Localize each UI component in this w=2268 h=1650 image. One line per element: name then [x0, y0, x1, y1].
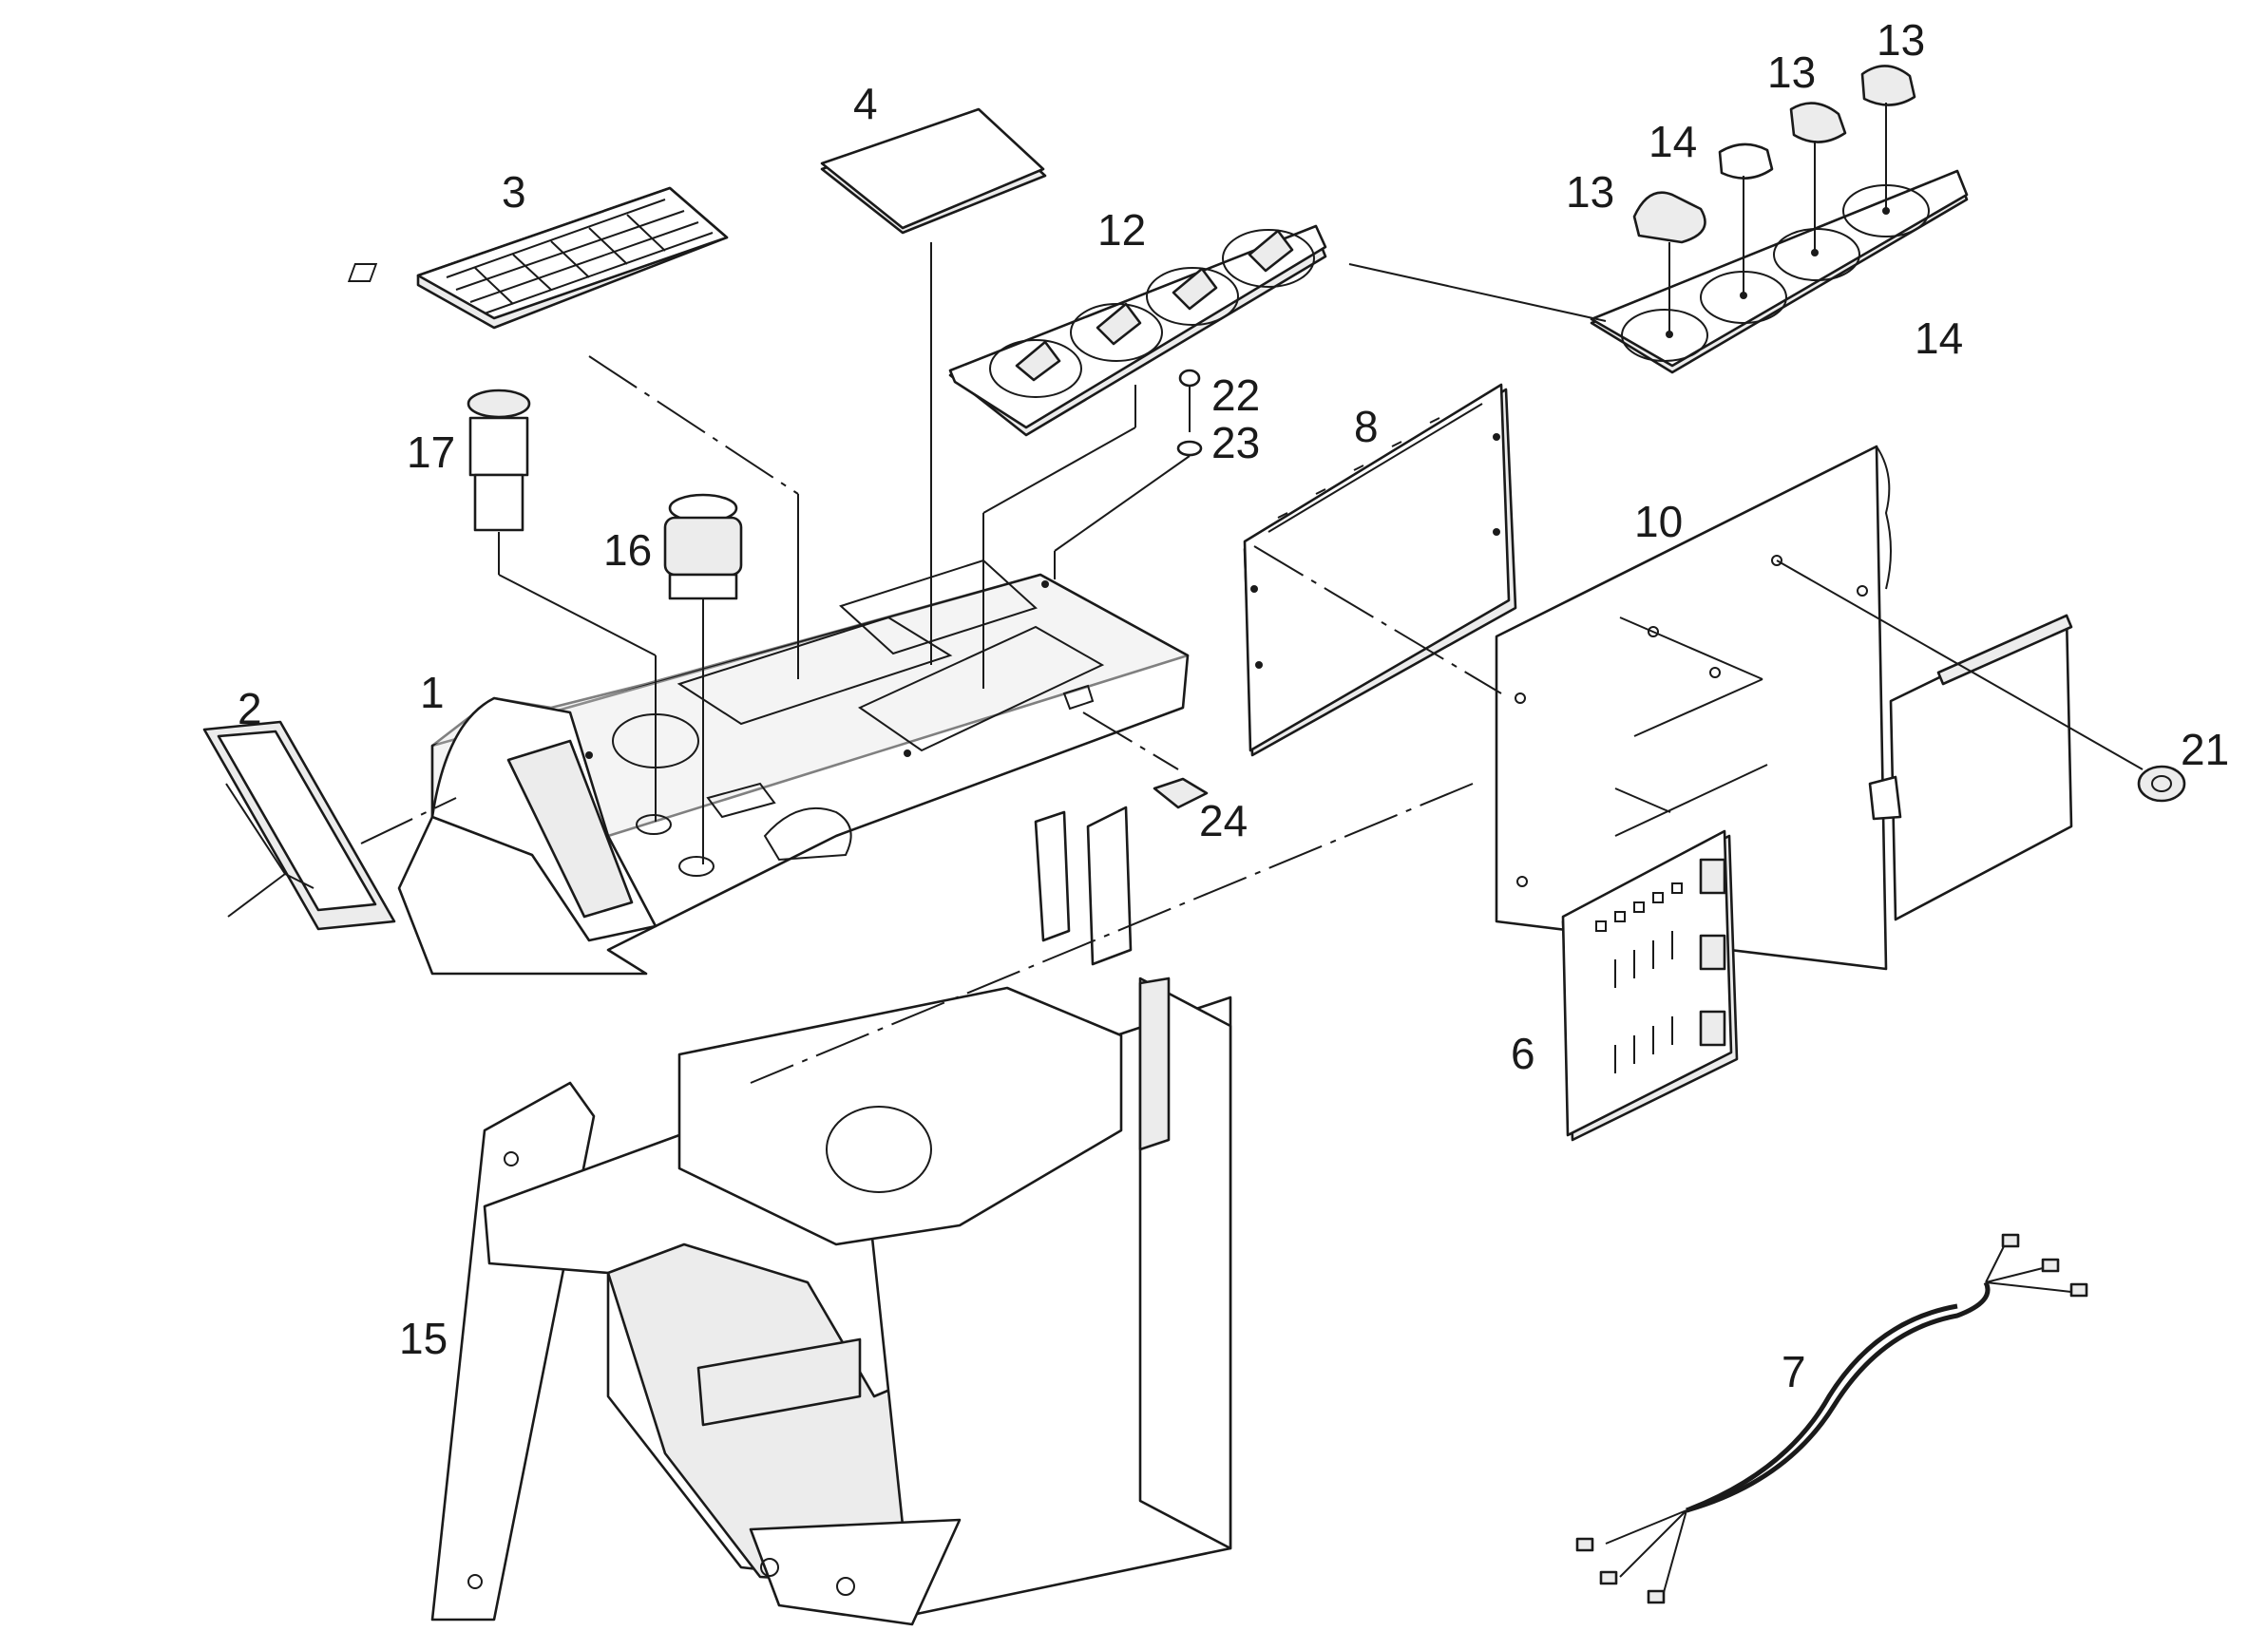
- part-2-cover-plate: [202, 720, 396, 931]
- part-7-wiring-harness: [1575, 1233, 2088, 1604]
- callout-3: 3: [502, 167, 526, 217]
- part-4-pad: [820, 107, 1047, 235]
- callout-labels: 1 2 3 4 6 7 8 10 12 13 13 13 14 14 15 16…: [238, 15, 2229, 1396]
- part-1-console-top: [397, 559, 1190, 976]
- callout-13-a: 13: [1566, 167, 1614, 217]
- callout-1: 1: [420, 668, 445, 717]
- callout-15: 15: [399, 1314, 448, 1363]
- callout-14-b: 14: [1915, 313, 1963, 363]
- part-15-console-frame: [430, 806, 1232, 1626]
- callout-2: 2: [238, 684, 262, 733]
- part-8-cover-plate: [1243, 383, 1517, 757]
- callout-12: 12: [1097, 205, 1146, 255]
- callout-8: 8: [1354, 402, 1379, 451]
- callout-23: 23: [1211, 418, 1260, 467]
- part-12-knob-panel: [948, 224, 1327, 437]
- callout-14-a: 14: [1649, 117, 1697, 166]
- part-22-screw: [1178, 369, 1201, 432]
- callout-6: 6: [1511, 1029, 1535, 1078]
- callout-4: 4: [853, 79, 878, 128]
- part-3-keypad: [347, 186, 729, 330]
- part-21-nut: [2137, 765, 2186, 803]
- callout-21: 21: [2181, 725, 2229, 774]
- callout-10: 10: [1634, 497, 1683, 546]
- callout-13-b: 13: [1767, 47, 1816, 97]
- part-control-box: [1868, 614, 2073, 921]
- callout-22: 22: [1211, 370, 1260, 420]
- callout-17: 17: [407, 427, 455, 477]
- part-13-14-knob-assembly: [1590, 65, 1969, 374]
- part-17-plug: [467, 389, 531, 532]
- part-6-circuit-board: [1561, 829, 1739, 1142]
- part-24-clip: [1153, 777, 1209, 809]
- callout-24: 24: [1199, 796, 1248, 845]
- part-16-key-switch: [663, 493, 743, 600]
- part-10-mounting-plate: [1495, 445, 1892, 971]
- part-23-washer: [1176, 440, 1203, 457]
- leader-lines: [360, 242, 2144, 1084]
- callout-13-c: 13: [1877, 15, 1925, 65]
- callout-16: 16: [603, 525, 652, 575]
- callout-7: 7: [1782, 1347, 1806, 1396]
